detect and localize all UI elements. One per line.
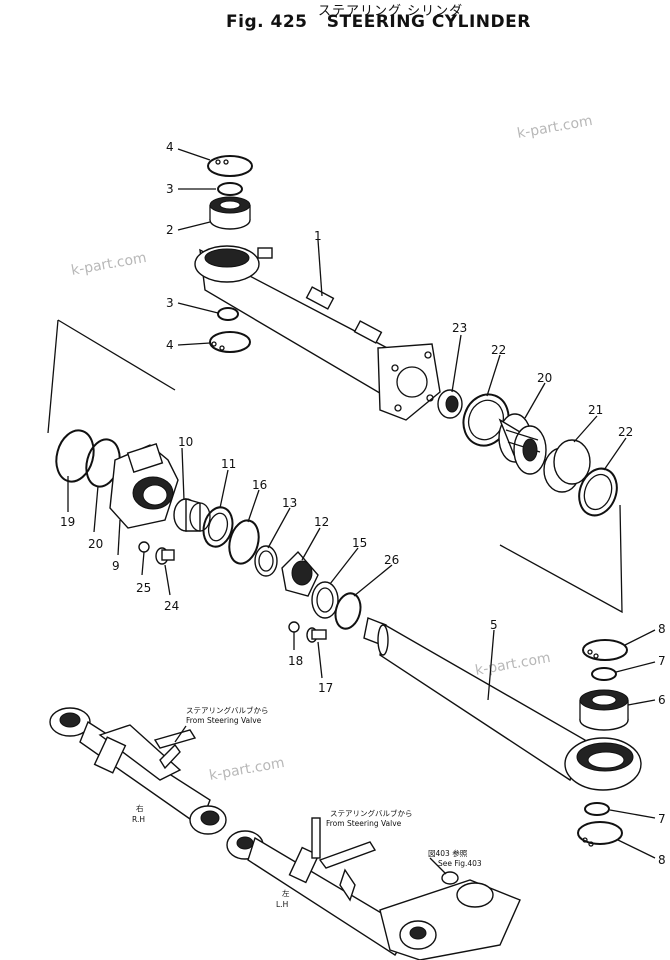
callout-13: 13 — [282, 496, 297, 510]
title-japanese: ステアリング シリンダ — [318, 4, 464, 19]
callout-5: 5 — [490, 618, 498, 632]
callout-numbers: 4 3 2 1 3 4 23 22 20 21 22 10 11 16 13 1… — [60, 140, 666, 867]
notes: ステアリングバルブから From Steering Valve 右 R.H ステ… — [132, 705, 482, 909]
bolt-24 — [155, 547, 175, 565]
ring-22-lower — [578, 467, 618, 517]
bracket-line-top — [57, 319, 176, 391]
o-ring-3-lower — [217, 307, 239, 321]
callout-16: 17 — [318, 681, 333, 695]
callout-19: 20 — [88, 537, 103, 551]
bushing-6 — [579, 689, 629, 731]
watermark-3: k-part.com — [474, 650, 552, 679]
callout-3-lower: 3 — [166, 296, 174, 310]
snap-ring-26 — [334, 592, 362, 630]
callout-2: 2 — [166, 223, 174, 237]
callout-18: 19 — [60, 515, 75, 529]
callout-9: 9 — [112, 559, 120, 573]
ring-18 — [55, 429, 95, 483]
figure-title: Fig. 425 STEERING CYLINDER — [226, 12, 531, 32]
o-ring-3-top — [217, 182, 243, 196]
callout-8-lower: 8 — [658, 853, 666, 867]
assembly-rh — [49, 707, 227, 835]
callout-22-lower: 22 — [618, 425, 633, 439]
callout-4-top: 4 — [166, 140, 174, 154]
note-see-fig-en: See Fig.403 — [438, 859, 482, 868]
retainer-12 — [281, 550, 319, 597]
callout-17: 18 — [288, 654, 303, 668]
note-lh-jp: 左 — [282, 888, 290, 898]
note-rh-en: R.H — [132, 815, 145, 824]
callout-1: 1 — [314, 229, 322, 243]
note-rh-jp: 右 — [136, 803, 144, 813]
figure-name: STEERING CYLINDER — [326, 12, 531, 32]
callout-7-top: 7 — [658, 654, 666, 668]
callout-12: 12 — [314, 515, 329, 529]
callout-25: 25 — [136, 581, 151, 595]
bearing-14 — [311, 581, 339, 619]
note-from-valve-jp-lh: ステアリングバルブから — [330, 808, 413, 818]
callout-14: 15 — [352, 536, 367, 550]
nut-23 — [437, 389, 463, 419]
callout-6: 6 — [658, 693, 666, 707]
watermark-4: k-part.com — [208, 755, 286, 784]
cylinder-head-9 — [109, 442, 179, 529]
snap-ring-4-lower — [209, 331, 251, 353]
callout-23: 23 — [452, 321, 467, 335]
washer-25 — [138, 541, 150, 553]
callout-21: 21 — [588, 403, 603, 417]
snap-ring-4-top — [207, 155, 253, 177]
watermark-1: k-part.com — [516, 113, 594, 142]
figure-number: Fig. 425 — [226, 12, 308, 32]
callout-15: 16 — [252, 478, 267, 492]
snap-ring-8-top — [582, 639, 628, 661]
note-from-valve-jp-rh: ステアリングバルブから — [186, 705, 269, 715]
leader-lines — [67, 148, 656, 875]
note-see-fig-jp: 図403 参照 — [428, 848, 468, 858]
washer-17 — [288, 621, 300, 633]
bolt-16 — [306, 627, 327, 643]
bushing-2 — [209, 196, 251, 230]
o-ring-7-top — [591, 667, 617, 681]
callout-26: 26 — [384, 553, 399, 567]
callout-8-top: 8 — [658, 622, 666, 636]
watermark-2: k-part.com — [70, 250, 148, 279]
callout-7-lower: 7 — [658, 812, 666, 826]
callout-22-upper: 22 — [491, 343, 506, 357]
note-lh-en: L.H — [276, 900, 288, 909]
callout-24: 24 — [164, 599, 179, 613]
snap-ring-8-lower — [577, 821, 623, 847]
wear-ring-21 — [543, 439, 591, 493]
note-from-valve-en-lh: From Steering Valve — [326, 819, 402, 828]
callout-3-top: 3 — [166, 182, 174, 196]
bracket-line-left — [47, 319, 59, 434]
bushing-10 — [173, 498, 211, 532]
note-from-valve-en-rh: From Steering Valve — [186, 716, 262, 725]
callout-10: 10 — [178, 435, 193, 449]
ring-15 — [228, 519, 260, 565]
assembly-lh — [226, 817, 521, 960]
piston-rod-5 — [363, 617, 642, 791]
cylinder-tube-1 — [194, 245, 441, 421]
callout-11: 11 — [221, 457, 236, 471]
callout-4-lower: 4 — [166, 338, 174, 352]
seal-11 — [202, 506, 234, 548]
backup-ring-13 — [254, 545, 278, 577]
o-ring-7-lower — [584, 802, 610, 816]
piston-20 — [498, 413, 548, 475]
callout-20: 20 — [537, 371, 552, 385]
bracket-line-right — [499, 504, 623, 614]
